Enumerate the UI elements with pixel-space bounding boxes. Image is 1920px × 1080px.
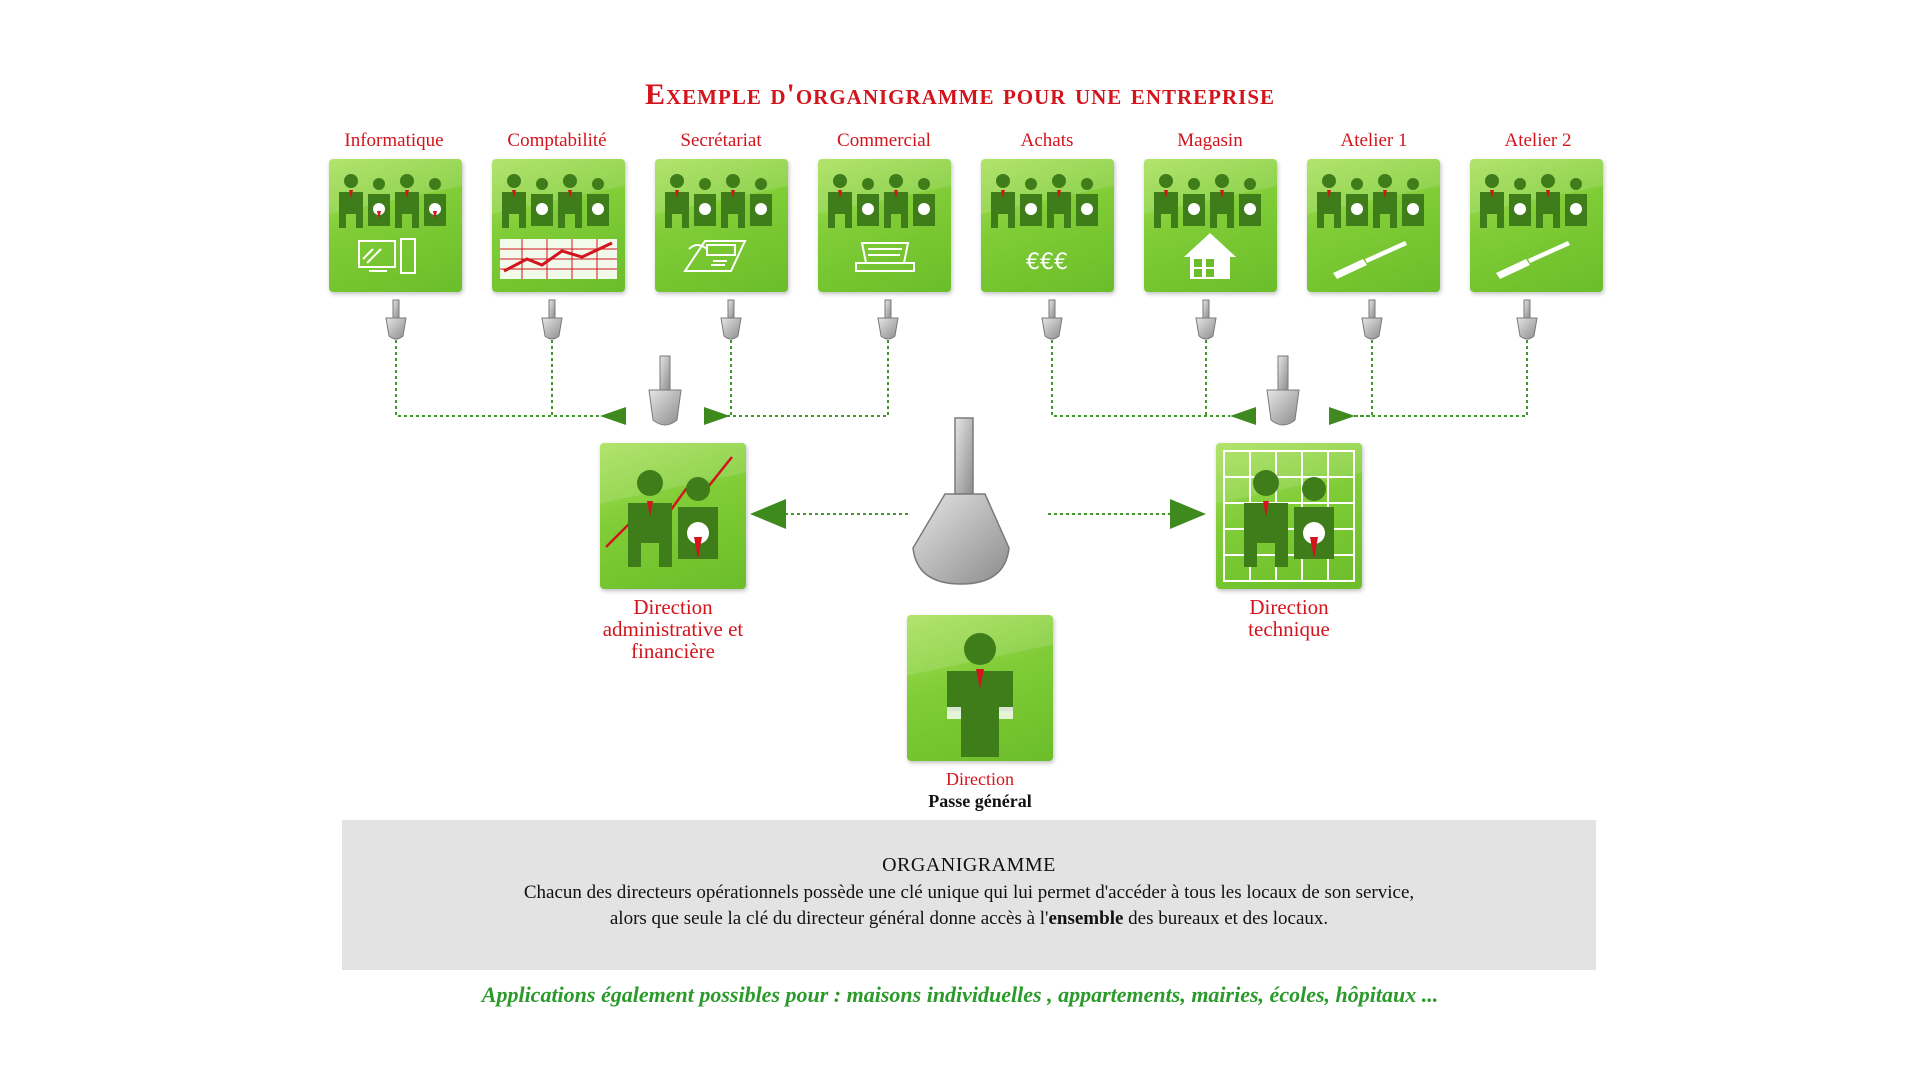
dept-tile-achats: €€€ — [981, 159, 1114, 292]
diagram-title: Exemple d'organigramme pour une entrepri… — [644, 78, 1276, 111]
arrow-left-icon — [1230, 407, 1256, 425]
phone-fax-icon — [683, 240, 747, 272]
director-label-tech-line2: technique — [1248, 617, 1330, 641]
laptop-case-icon — [855, 242, 915, 272]
spreadsheet-chart-icon — [500, 239, 617, 279]
info-line-2-start: alors que seule la clé du directeur géné… — [609, 908, 1049, 929]
director-icon — [947, 633, 1013, 757]
dept-label-comptabilite: Comptabilité — [507, 130, 607, 151]
dept-label-atelier-2: Atelier 2 — [1504, 130, 1572, 151]
director-tile-tech — [1216, 443, 1362, 589]
director-label-admin-line3: financière — [631, 639, 715, 663]
director-label-admin-line2: administrative et — [602, 617, 744, 641]
director-label-general-sublabel: Passe général — [928, 791, 1032, 811]
blueprint-grid-icon — [1223, 450, 1355, 582]
dept-tile-secretariat — [655, 159, 788, 292]
dept-tile-commercial — [818, 159, 951, 292]
staff-group-icon — [339, 174, 446, 228]
director-key-icon — [648, 355, 1300, 426]
screwdriver-icon — [1496, 241, 1570, 279]
director-pair-icon — [628, 470, 718, 567]
dotted-connectors — [395, 340, 1528, 515]
arrow-icons — [600, 407, 1355, 529]
arrow-right-icon — [704, 407, 730, 425]
director-label-tech: Direction technique — [1169, 596, 1409, 640]
house-icon — [1184, 233, 1236, 279]
dept-label-informatique: Informatique — [344, 130, 444, 151]
dept-tile-informatique — [329, 159, 462, 292]
info-line-2-bold: ensemble — [1048, 908, 1124, 929]
director-tile-general — [907, 615, 1053, 761]
dept-label-secretariat: Secrétariat — [680, 130, 762, 151]
arrow-right-icon — [1170, 499, 1206, 529]
info-line-2-end: des bureaux et des locaux. — [1123, 908, 1329, 929]
director-tile-admin — [600, 443, 746, 589]
key-icon — [385, 299, 1538, 340]
computer-icon — [358, 238, 416, 274]
director-pair-icon — [1244, 470, 1334, 567]
director-label-general: Direction Passe général — [860, 768, 1100, 812]
applications-footer: Applications également possibles pour : … — [481, 982, 1439, 1007]
dept-tile-atelier-2 — [1470, 159, 1603, 292]
info-heading: ORGANIGRAMME — [882, 854, 1056, 876]
director-label-tech-line1: Direction — [1249, 595, 1329, 619]
master-key-icon — [912, 417, 1010, 585]
info-line-1: Chacun des directeurs opérationnels poss… — [523, 882, 1415, 903]
dept-label-magasin: Magasin — [1177, 130, 1243, 151]
arrow-left-icon — [600, 407, 626, 425]
dept-tile-comptabilite — [492, 159, 625, 292]
dept-label-atelier-1: Atelier 1 — [1340, 130, 1408, 151]
arrow-left-icon — [750, 499, 786, 529]
director-label-admin-line1: Direction — [633, 595, 713, 619]
info-box: ORGANIGRAMME Chacun des directeurs opéra… — [342, 820, 1596, 970]
arrow-right-icon — [1329, 407, 1355, 425]
euro-icon: €€€ — [1026, 250, 1068, 275]
dept-label-commercial: Commercial — [837, 130, 931, 151]
director-label-general-title: Direction — [946, 769, 1014, 789]
dept-label-achats: Achats — [1020, 130, 1074, 151]
info-line-2: alors que seule la clé du directeur géné… — [342, 908, 1596, 930]
screwdriver-icon — [1333, 241, 1407, 279]
dept-tile-magasin — [1144, 159, 1277, 292]
director-label-admin: Direction administrative et financière — [553, 596, 793, 662]
dept-tile-atelier-1 — [1307, 159, 1440, 292]
